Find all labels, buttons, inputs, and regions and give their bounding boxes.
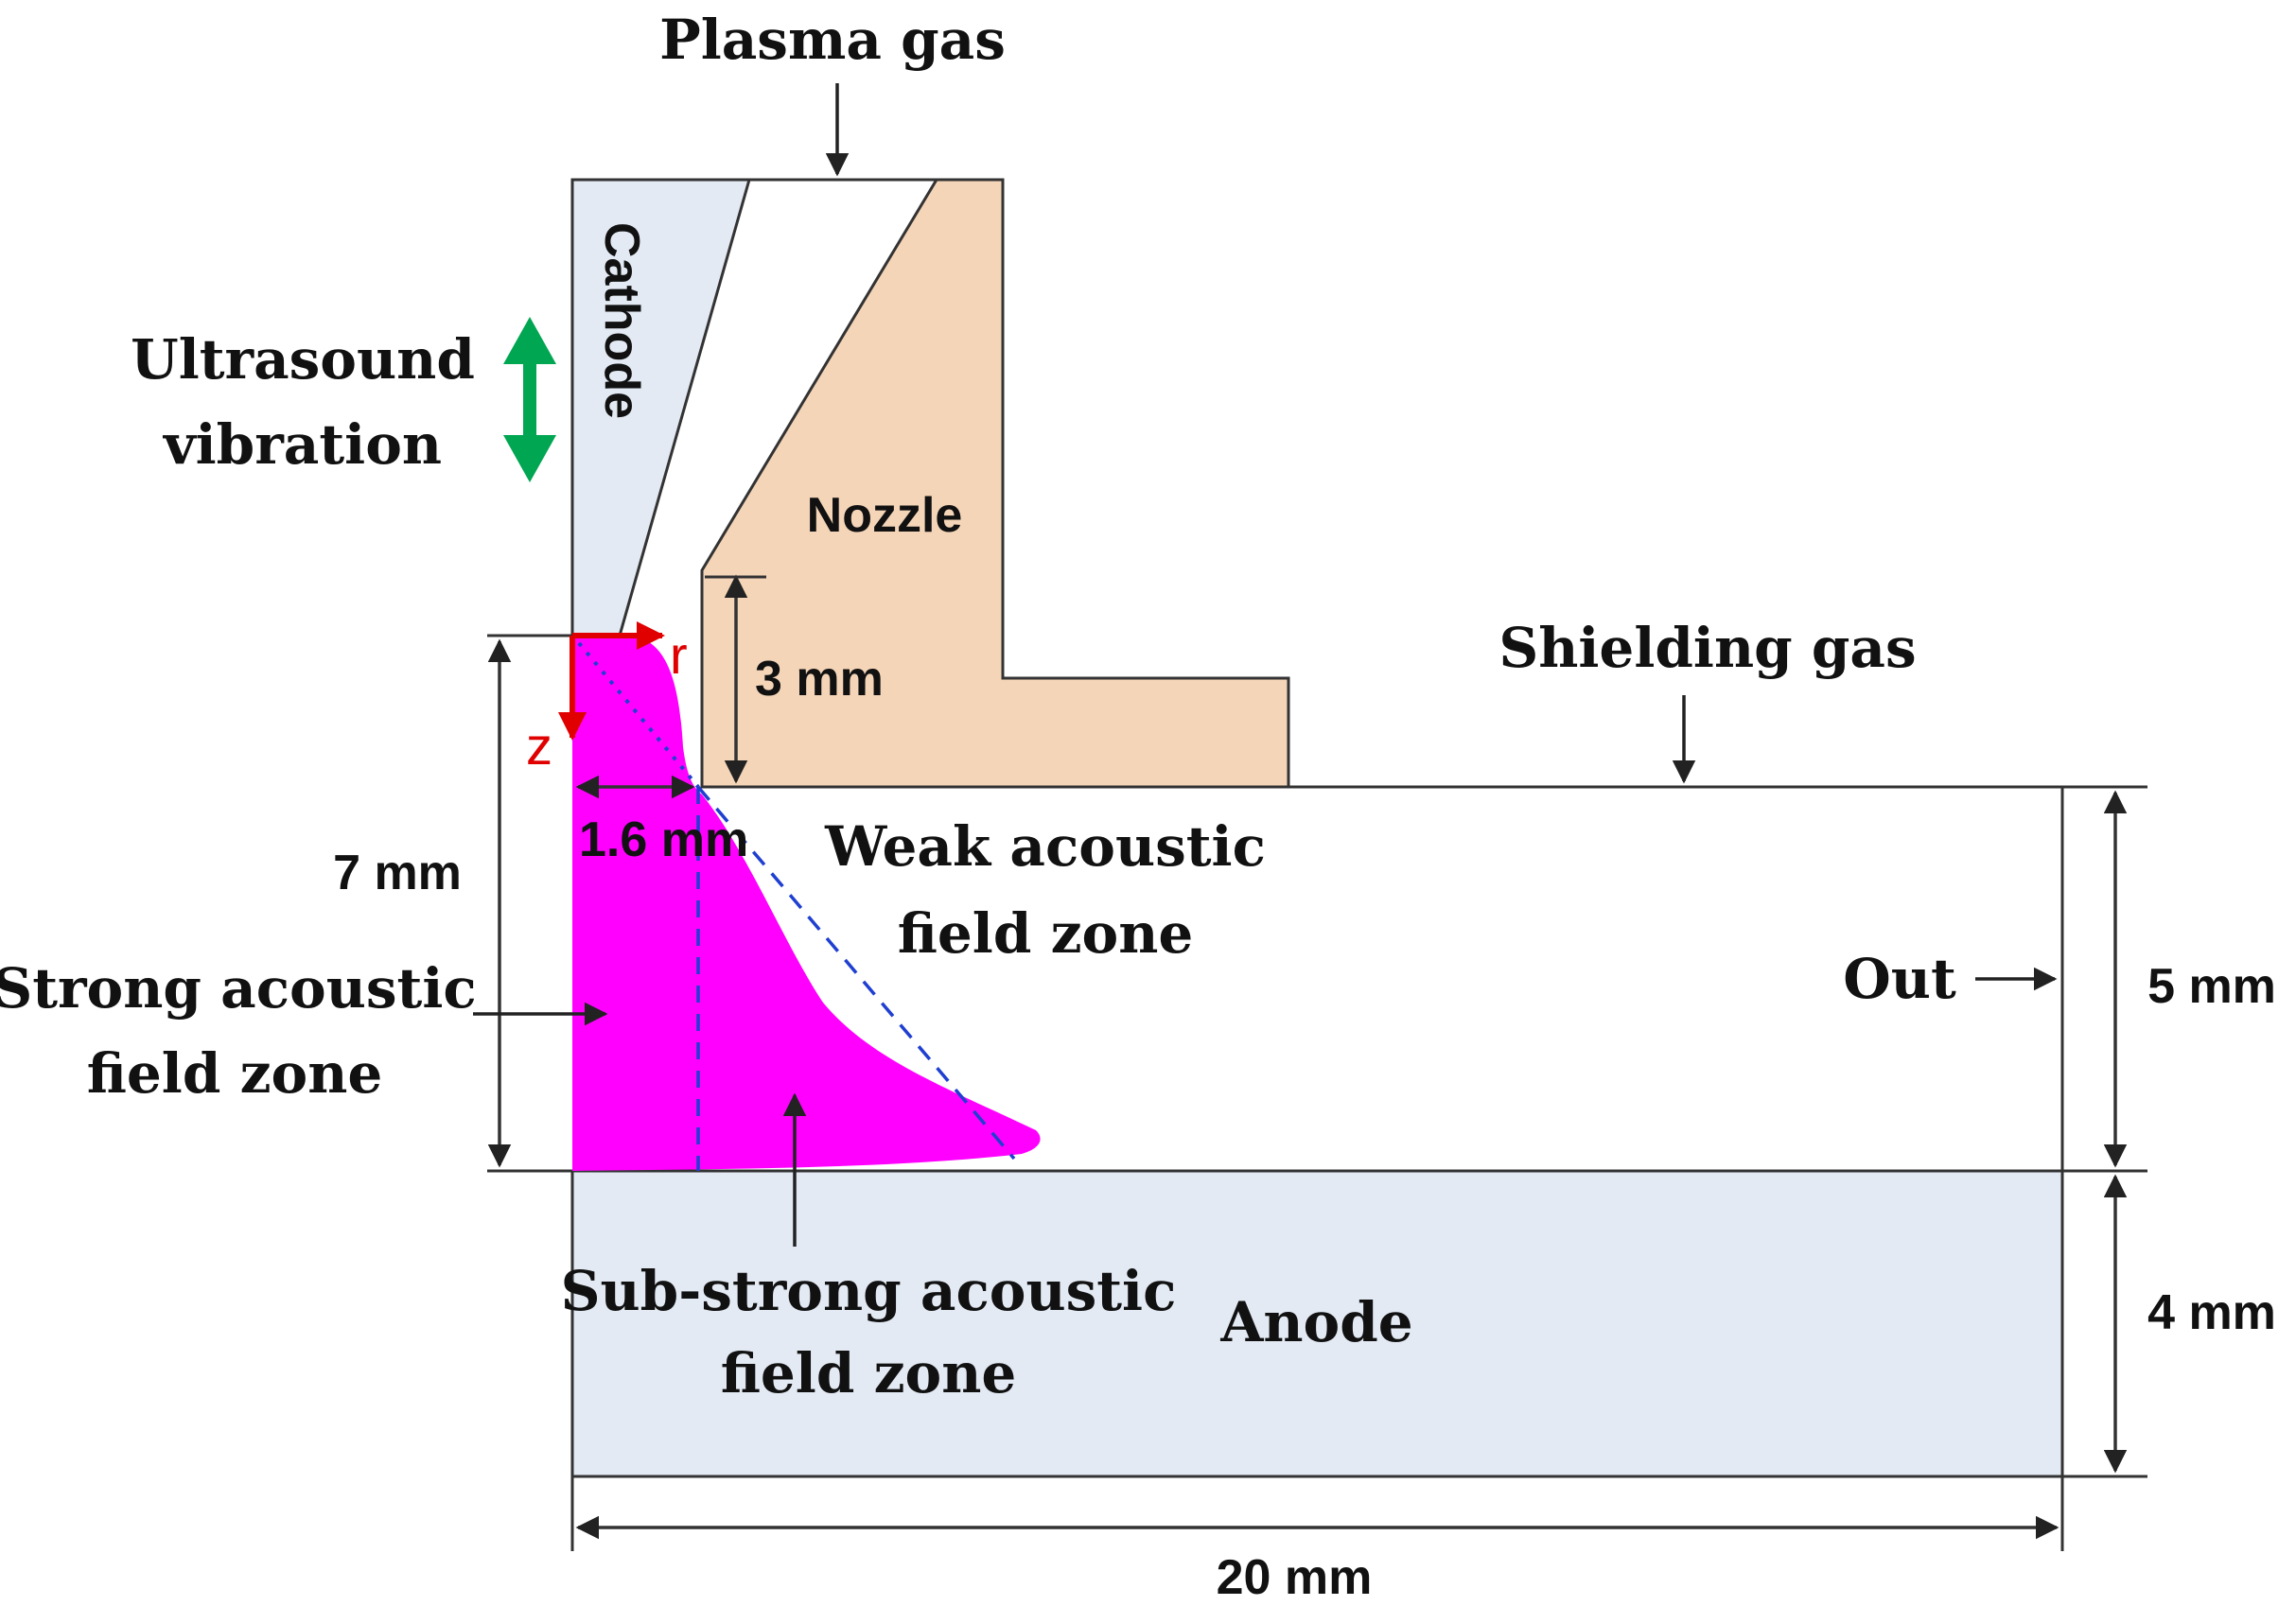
plasma-gas-label: Plasma gas xyxy=(659,8,1006,72)
ultrasound-label-line1: Ultrasound xyxy=(131,327,475,392)
ultrasound-arrow-icon xyxy=(503,317,556,482)
dim-4mm-label: 4 mm xyxy=(2147,1285,2276,1340)
dim-20mm-label: 20 mm xyxy=(1217,1550,1373,1605)
nozzle-label: Nozzle xyxy=(807,488,963,543)
sub-strong-zone-label-line2: field zone xyxy=(721,1341,1017,1405)
dim-5mm-label: 5 mm xyxy=(2147,959,2276,1014)
dim-3mm-label: 3 mm xyxy=(755,652,884,707)
dim-1-6mm-label: 1.6 mm xyxy=(579,812,748,867)
anode-label: Anode xyxy=(1219,1290,1412,1354)
dim-7mm-label: 7 mm xyxy=(333,846,462,900)
z-axis-label: z xyxy=(526,716,552,776)
cathode-label: Cathode xyxy=(594,222,649,419)
anode-region xyxy=(570,1169,2064,1478)
shielding-gas-label: Shielding gas xyxy=(1499,616,1916,680)
sub-strong-zone-label-line1: Sub-strong acoustic xyxy=(561,1259,1177,1323)
weak-zone-label-line2: field zone xyxy=(898,901,1194,966)
strong-zone-label-line2: field zone xyxy=(87,1041,383,1106)
weak-boundary-dashed xyxy=(696,785,1016,1161)
strong-zone-label-line1: Strong acoustic xyxy=(0,956,477,1021)
r-axis-label: r xyxy=(670,625,688,685)
weak-zone-label-line1: Weak acoustic xyxy=(824,814,1266,879)
acoustic-field-zone xyxy=(572,636,1041,1171)
nozzle-region xyxy=(700,178,1290,789)
out-label: Out xyxy=(1843,947,1956,1011)
ultrasound-label-line2: vibration xyxy=(162,412,442,477)
